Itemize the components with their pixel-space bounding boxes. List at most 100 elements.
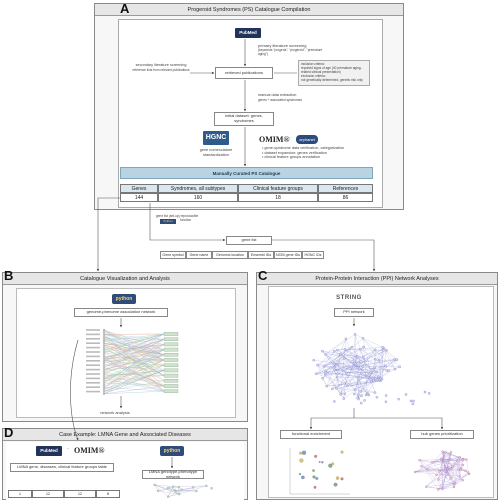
network-node xyxy=(385,369,388,372)
network-node xyxy=(467,471,470,474)
stat-header-clinical: Clinical feature groups xyxy=(238,184,318,193)
network-node xyxy=(375,370,379,374)
network-edge xyxy=(103,338,165,355)
network-edge xyxy=(347,380,381,387)
network-edge xyxy=(360,349,386,367)
network-edge xyxy=(317,364,348,387)
network-node xyxy=(102,344,106,347)
network-node xyxy=(318,460,321,463)
network-edge xyxy=(103,359,165,372)
network-edge xyxy=(103,351,165,366)
network-edge xyxy=(455,472,469,484)
network-edge xyxy=(442,486,454,490)
network-node xyxy=(353,360,356,364)
network-edge xyxy=(103,382,165,387)
network-edge xyxy=(103,359,165,386)
network-edge xyxy=(103,354,165,370)
syndrome-node xyxy=(163,332,179,336)
network-node xyxy=(312,475,316,479)
network-edge xyxy=(442,451,445,472)
network-node xyxy=(177,493,181,496)
enrichment-axes xyxy=(289,448,350,495)
gene-list-col-ncbi: NCBI gene IDs xyxy=(274,251,302,259)
network-edge xyxy=(103,378,165,381)
hgnc-logo: HGNC xyxy=(203,131,229,145)
network-edge xyxy=(158,487,179,492)
network-node xyxy=(356,396,359,400)
network-node xyxy=(102,364,106,367)
verification-list: • gene-syndrome data verification, categ… xyxy=(262,146,345,160)
network-edge xyxy=(323,358,345,367)
network-edge xyxy=(317,346,353,366)
network-node xyxy=(358,367,361,371)
network-node xyxy=(449,451,453,454)
network-edge xyxy=(103,370,165,392)
network-edge xyxy=(376,365,386,373)
python-logo-b: python xyxy=(112,294,136,304)
network-node xyxy=(343,392,347,396)
network-node xyxy=(437,478,440,481)
network-edge xyxy=(419,460,439,490)
network-node xyxy=(177,486,180,489)
network-node xyxy=(359,347,362,351)
network-node xyxy=(102,346,106,349)
stat-header-syndromes: Syndromes, all subtypes xyxy=(158,184,238,193)
network-edge xyxy=(325,338,347,355)
network-node xyxy=(316,363,319,367)
stat-value-syndromes: 160 xyxy=(158,193,238,202)
network-edge xyxy=(154,484,159,491)
network-edge xyxy=(103,370,165,390)
network-edge xyxy=(426,457,460,487)
hub-network-graph xyxy=(413,450,471,491)
network-node xyxy=(413,470,417,474)
network-edge xyxy=(438,479,443,490)
network-node xyxy=(437,488,440,491)
network-node xyxy=(461,463,464,467)
network-node xyxy=(461,458,465,461)
syndrome-node xyxy=(163,379,179,383)
network-node xyxy=(180,488,183,491)
network-edge xyxy=(326,348,385,387)
string-logo: STRING xyxy=(336,295,362,301)
network-node xyxy=(357,378,360,382)
network-edge xyxy=(103,339,165,370)
network-edge xyxy=(317,365,323,379)
network-node xyxy=(343,348,347,351)
network-edge xyxy=(103,349,165,371)
network-node xyxy=(210,487,213,490)
network-node xyxy=(455,459,459,462)
network-node xyxy=(423,390,427,394)
hgnc-caption: gene nomenclature standardization xyxy=(199,148,233,157)
network-node xyxy=(102,377,106,380)
network-node xyxy=(102,355,106,358)
gene-label-stub xyxy=(86,364,100,366)
network-node xyxy=(418,458,421,462)
lmna-table-cell-4: 8 xyxy=(96,490,120,498)
lmna-network-graph xyxy=(153,483,213,498)
arrow-c-split xyxy=(309,408,355,430)
network-edge xyxy=(426,466,446,487)
network-edge xyxy=(103,329,165,361)
network-node xyxy=(458,456,461,459)
network-edge xyxy=(103,365,165,370)
network-edge xyxy=(322,351,359,395)
network-edge xyxy=(325,334,356,355)
network-node xyxy=(312,469,315,472)
network-edge xyxy=(103,333,165,359)
network-node xyxy=(314,454,318,458)
network-node xyxy=(359,401,363,405)
network-edge xyxy=(334,369,381,379)
plus-sign-d: · xyxy=(67,446,69,452)
network-edge xyxy=(421,466,437,475)
network-edge xyxy=(103,365,165,392)
network-edge xyxy=(358,350,387,395)
network-edge xyxy=(103,338,165,392)
gene-list-col-ensembl: Ensembl IDs xyxy=(248,251,274,259)
network-node xyxy=(156,489,160,493)
lmna-network-label: LMNA genotype-phenotype network xyxy=(142,469,204,479)
network-node xyxy=(381,346,384,349)
syndrome-node xyxy=(163,389,179,393)
network-node xyxy=(377,358,381,362)
network-edge xyxy=(103,391,165,394)
network-edge xyxy=(103,349,165,379)
